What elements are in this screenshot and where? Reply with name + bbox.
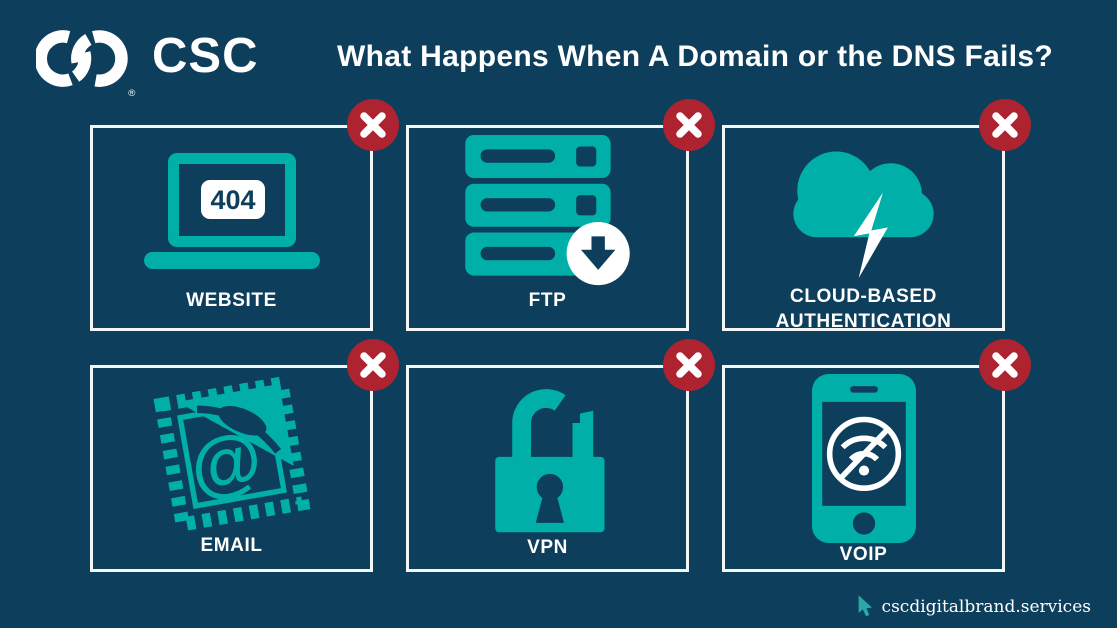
svg-text:@: @ [184, 417, 268, 509]
footer-link[interactable]: cscdigitalbrand.services [881, 596, 1091, 617]
panel-label-cloud-authentication: CLOUD-BASED AUTHENTICATION [775, 286, 952, 332]
error-404-text: 404 [210, 185, 255, 215]
cloud-lightning-icon [725, 128, 1002, 285]
failure-panels-grid: 404 WEBSITE [90, 99, 1031, 572]
footer: cscdigitalbrand.services [857, 595, 1091, 618]
email-stamp-icon: @ [93, 368, 370, 534]
panel-website: 404 WEBSITE [90, 99, 399, 331]
panel-cloud-authentication: CLOUD-BASED AUTHENTICATION [722, 99, 1031, 332]
panel-ftp: FTP [406, 99, 715, 331]
panel-vpn: VPN [406, 339, 715, 572]
csc-logo-icon: ® [36, 30, 135, 97]
error-x-icon [979, 339, 1031, 391]
panel-voip: VOIP [722, 339, 1031, 572]
laptop-404-icon: 404 [93, 128, 370, 289]
error-x-icon [663, 339, 715, 391]
registered-mark: ® [128, 88, 135, 97]
panel-label-voip: VOIP [839, 544, 888, 565]
error-x-icon [979, 99, 1031, 151]
error-x-icon [347, 99, 399, 151]
cursor-icon [858, 595, 872, 617]
panel-label-vpn: VPN [527, 537, 568, 558]
panel-email: @ EMAIL [90, 339, 399, 572]
error-x-icon [663, 99, 715, 151]
broken-padlock-icon [409, 368, 686, 536]
phone-no-signal-icon [725, 368, 1002, 543]
panel-label-email: EMAIL [200, 535, 263, 556]
page-title: What Happens When A Domain or the DNS Fa… [336, 40, 1054, 73]
server-download-icon [409, 128, 686, 289]
logo-wordmark: CSC [152, 29, 259, 83]
panel-label-ftp: FTP [528, 290, 567, 312]
csc-logo: ® CSC [36, 22, 258, 97]
error-x-icon [347, 339, 399, 391]
panel-label-website: WEBSITE [186, 290, 277, 312]
